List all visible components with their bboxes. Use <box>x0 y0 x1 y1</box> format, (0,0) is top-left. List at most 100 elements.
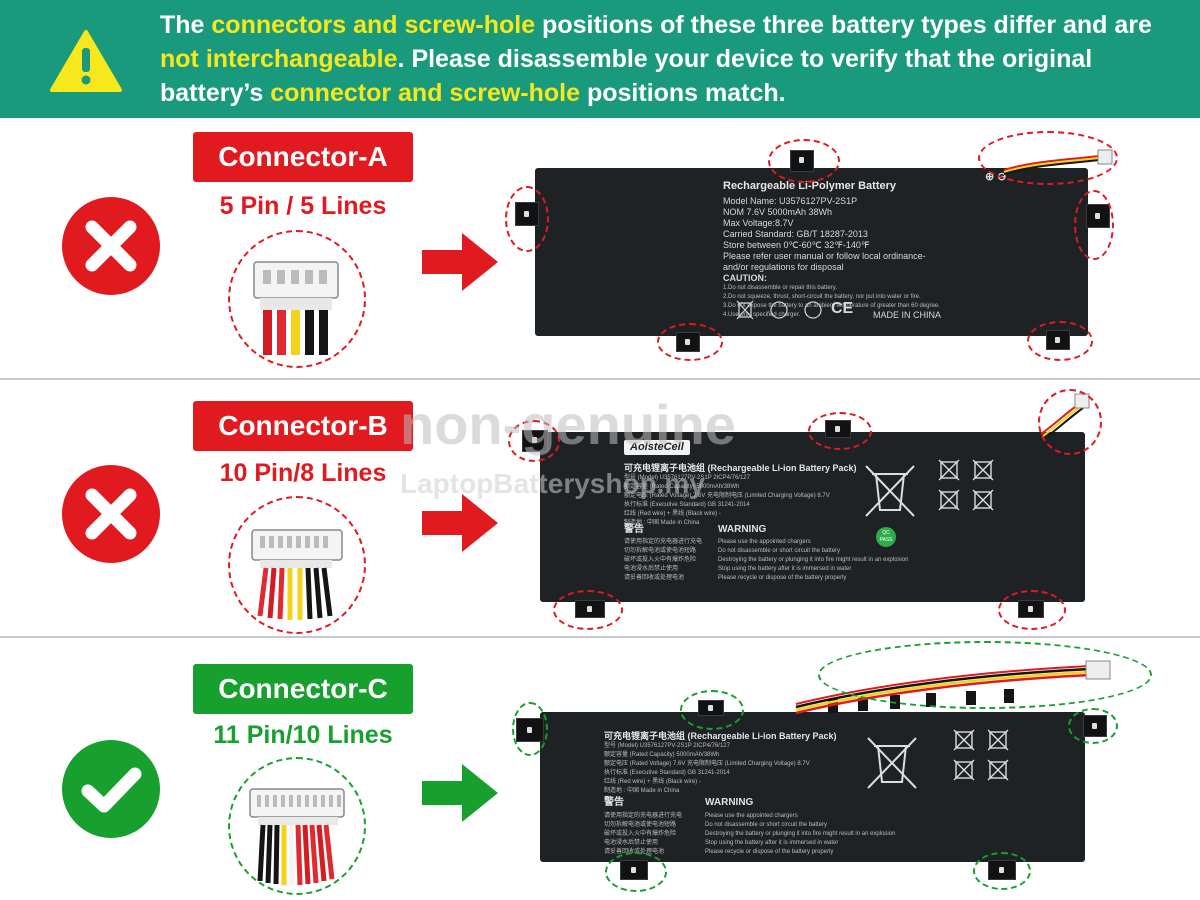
battery-a-origin: MADE IN CHINA <box>873 310 942 320</box>
banner-message: The connectors and screw-hole positions … <box>160 11 1152 107</box>
battery-a-caution-item: 1.Do not disassemble or repair this batt… <box>723 285 837 291</box>
battery-b-warning-en: WARNING <box>718 524 767 535</box>
battery-c-warning-en: WARNING <box>705 797 754 808</box>
recycle-bin-crossed-icon <box>865 465 915 517</box>
connector-c-closeup <box>228 757 366 895</box>
terminal-symbols: ⊕ ⊖ <box>985 171 1007 183</box>
battery-b-warning-cn: 警告 <box>624 524 644 535</box>
battery-b-line: 型号 (Model) U3576127PV-2S1P 2ICP4/76/127 <box>624 475 750 481</box>
screw-hole-highlight <box>508 420 560 462</box>
battery-a-title: Rechargeable Li-Polymer Battery <box>723 180 897 192</box>
battery-b-line: 红线 (Red wire) + 黑线 (Black wire) - <box>624 511 721 517</box>
warning-icon <box>50 30 122 92</box>
connector-highlight <box>978 131 1118 185</box>
warning-en-item: Stop using the battery after it is immer… <box>705 840 839 846</box>
cross-icon <box>62 465 160 563</box>
battery-b-line: 制造地 : 中国 Made in China <box>624 520 700 526</box>
screw-hole-highlight <box>553 590 623 630</box>
warning-en-item: Please use the appointed chargers <box>705 813 798 819</box>
battery-a-line: Please refer user manual or follow local… <box>723 251 926 261</box>
screw-hole-highlight <box>973 852 1031 890</box>
warning-en-item: Do not disassemble or short circuit the … <box>718 548 841 554</box>
connector-a-pins: 5 Pin / 5 Lines <box>219 192 387 220</box>
watermark-site: LaptopBatteryshop.my <box>400 468 705 499</box>
screw-hole-highlight <box>605 852 667 892</box>
battery-a-line: and/or regulations for disposal <box>723 262 844 272</box>
warning-en-item: Destroying the battery or plunging it in… <box>705 831 896 837</box>
section-divider <box>0 636 1200 638</box>
connector-a-closeup <box>228 230 366 368</box>
warning-en-item: Please recycle or dispose of the battery… <box>705 849 834 855</box>
recycle-bin-crossed-icon <box>867 737 917 789</box>
check-icon <box>62 740 160 838</box>
battery-a-caution-item: 2.Do not squeeze, thrust, short-circuit … <box>723 294 921 300</box>
battery-b-line: 执行标准 (Executive Standard) GB 31241-2014 <box>624 502 750 508</box>
battery-c-line: 制造地 : 中国 Made in China <box>604 788 680 794</box>
arrow-right-icon <box>422 494 498 552</box>
battery-b-line: 额定电压 (Rated Voltage) 7.6V 充电限制电压 (Limite… <box>624 493 830 499</box>
battery-a-line: NOM 7.6V 5000mAh 38Wh <box>723 207 833 217</box>
screw-hole-highlight <box>1068 708 1118 744</box>
connector-a-plug-icon <box>253 261 339 355</box>
battery-a-caution-item: 4.Use only specified charger. <box>723 312 801 318</box>
battery-a-caution: CAUTION: <box>723 273 767 283</box>
screw-hole-highlight <box>1074 190 1114 260</box>
warning-en-item: Stop using the battery after it is immer… <box>718 566 852 572</box>
safety-symbols-icon <box>938 459 994 511</box>
warning-cn-item: 破坏或投入火中有爆炸危险 <box>624 557 697 563</box>
screw-hole-highlight <box>505 186 549 252</box>
connector-b-label: Connector-B <box>193 401 413 451</box>
certification-icons <box>736 300 822 320</box>
warning-cn-item: 请使用指定的充电器进行充电 <box>604 813 683 819</box>
warning-cn-item: 请妥善回收或处理电池 <box>624 575 685 581</box>
connector-a-label: Connector-A <box>193 132 413 182</box>
battery-c-image: 可充电锂离子电池组 (Rechargeable Li-ion Battery P… <box>540 712 1085 862</box>
screw-hole-highlight <box>680 690 744 730</box>
battery-a-line: Store between 0℃-60℃ 32℉-140℉ <box>723 240 870 250</box>
warning-cn-item: 破坏或投入火中有爆炸危险 <box>604 831 677 837</box>
warning-cn-item: 电池浸水后禁止使用 <box>624 566 679 572</box>
connector-b-pins: 10 Pin/8 Lines <box>219 459 387 487</box>
watermark-text: non-genuine <box>400 393 736 456</box>
battery-c-line: 红线 (Red wire) + 黑线 (Black wire) - <box>604 779 701 785</box>
connector-c-plug-icon <box>249 788 345 886</box>
warning-banner: The connectors and screw-hole positions … <box>0 0 1200 118</box>
battery-a-caution-item: 3.Do not expose the battery to an ambien… <box>723 303 940 309</box>
connector-highlight <box>1038 389 1102 455</box>
battery-a-line: Carried Standard: GB/T 18287-2013 <box>723 229 868 239</box>
battery-b-title: 可充电锂离子电池组 (Rechargeable Li-ion Battery P… <box>624 463 857 473</box>
battery-a-line: Max Voltage:8.7V <box>723 218 794 228</box>
warning-cn-item: 切勿拆解电池或使电池短路 <box>604 822 677 828</box>
battery-a-line: Model Name: U3576127PV-2S1P <box>723 196 858 206</box>
qc-pass-badge: QC PASS <box>876 527 896 547</box>
battery-b-line: 额定容量 (Rated Capacity) 5000mAh/38Wh <box>624 484 740 490</box>
connector-c-pins: 11 Pin/10 Lines <box>213 721 393 749</box>
battery-b-image: AolsteCell 可充电锂离子电池组 (Rechargeable Li-io… <box>540 432 1085 602</box>
warning-cn-item: 请使用指定的充电器进行充电 <box>624 539 703 545</box>
battery-c-line: 型号 (Model) U3576127PV-2S1P 2ICP4/76/127 <box>604 743 730 749</box>
warning-en-item: Destroying the battery or plunging it in… <box>718 557 909 563</box>
arrow-right-icon <box>422 233 498 291</box>
screw-hole-highlight <box>512 702 548 756</box>
warning-en-item: Do not disassemble or short circuit the … <box>705 822 828 828</box>
battery-c-line: 额定电压 (Rated Voltage) 7.6V 充电限制电压 (Limite… <box>604 761 810 767</box>
screw-hole-highlight <box>808 412 872 450</box>
warning-en-item: Please recycle or dispose of the battery… <box>718 575 847 581</box>
ce-mark: CE <box>831 300 854 317</box>
arrow-right-icon <box>422 764 498 822</box>
connector-b-closeup <box>228 496 366 634</box>
screw-hole-highlight <box>998 590 1066 630</box>
screw-hole-highlight <box>1027 321 1093 361</box>
battery-c-title: 可充电锂离子电池组 (Rechargeable Li-ion Battery P… <box>604 731 837 741</box>
battery-c-warning-cn: 警告 <box>604 797 624 808</box>
battery-c-line: 额定容量 (Rated Capacity) 5000mAh/38Wh <box>604 752 720 758</box>
safety-symbols-icon <box>953 729 1009 781</box>
warning-cn-item: 电池浸水后禁止使用 <box>604 840 659 846</box>
battery-c-line: 执行标准 (Executive Standard) GB 31241-2014 <box>604 770 730 776</box>
connector-highlight <box>818 641 1152 709</box>
screw-hole-highlight <box>768 139 840 183</box>
section-divider <box>0 378 1200 380</box>
connector-c-label: Connector-C <box>193 664 413 714</box>
battery-a-image: Rechargeable Li-Polymer Battery Model Na… <box>535 168 1088 336</box>
battery-b-brand: AolsteCell <box>624 440 690 455</box>
